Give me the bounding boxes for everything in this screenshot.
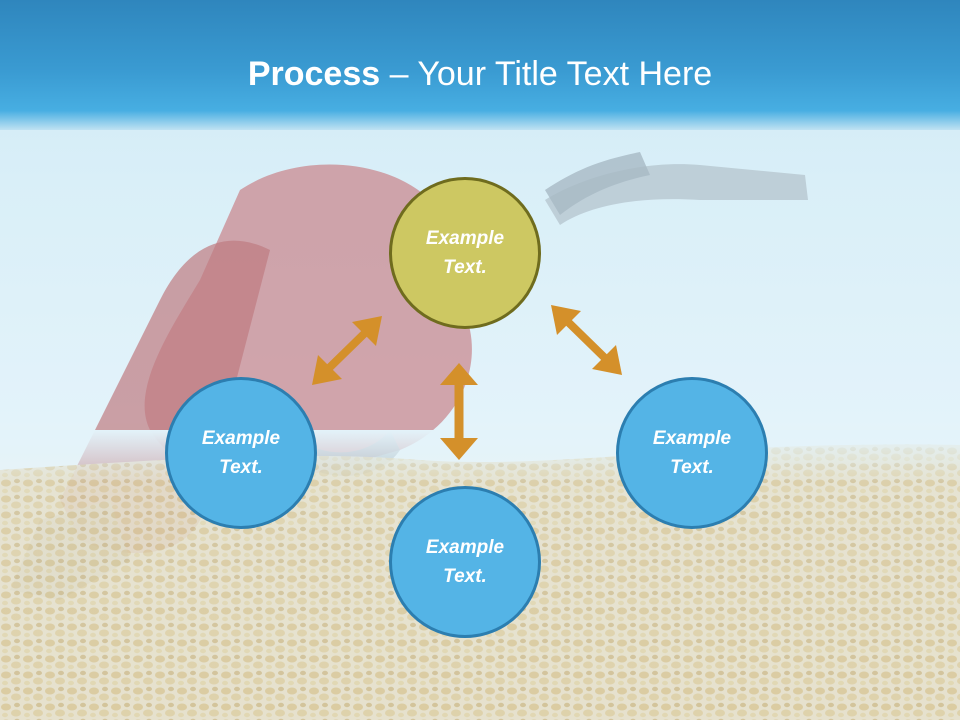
left-node-label-line1: Example: [201, 428, 281, 449]
arrow-center-left: [312, 316, 382, 385]
title-bold: Process: [247, 55, 381, 93]
title-bar: [0, 0, 960, 130]
center-node-label-line1: Example: [425, 228, 505, 249]
title-rest: – Your Title Text Here: [380, 55, 713, 93]
bottom-node-label-line2: Text.: [443, 566, 487, 587]
bottom-node-label-line1: Example: [425, 537, 505, 558]
center-node-label-line2: Text.: [443, 257, 487, 278]
left-node: Example Text.: [165, 377, 317, 529]
slide-title: Process – Your Title Text Here: [0, 52, 960, 96]
left-node-label-line2: Text.: [219, 457, 263, 478]
right-node: Example Text.: [616, 377, 768, 529]
bottom-node: Example Text.: [389, 486, 541, 638]
arrow-center-bottom: [440, 363, 478, 460]
right-node-label-line1: Example: [652, 428, 732, 449]
center-node: Example Text.: [389, 177, 541, 329]
arrow-center-right: [551, 305, 622, 375]
right-node-label-line2: Text.: [670, 457, 714, 478]
